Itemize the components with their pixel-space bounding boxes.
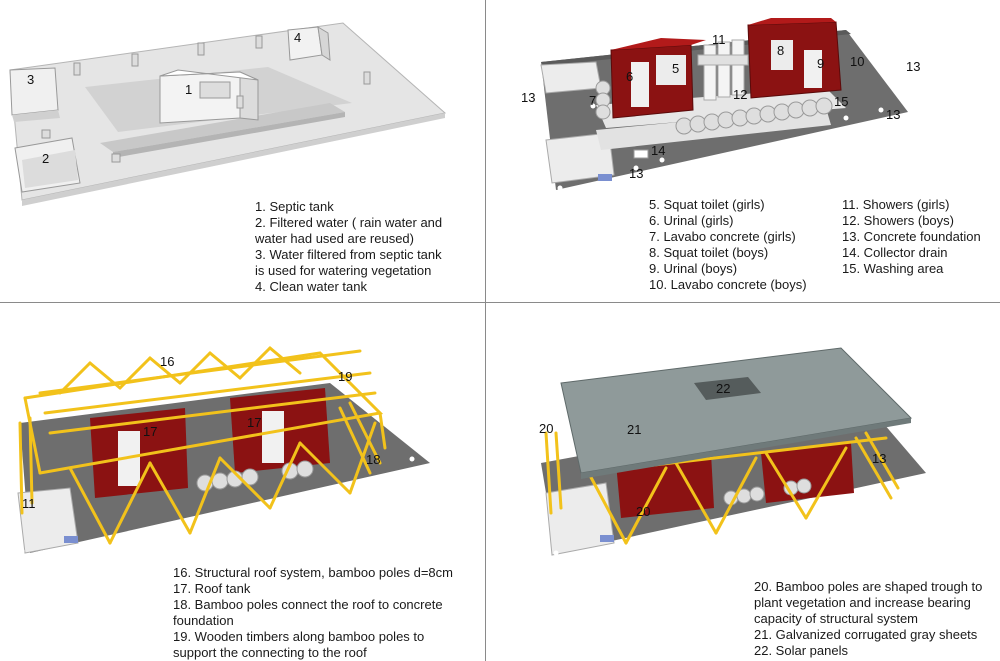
- tank-2: [14, 137, 81, 193]
- legend-item: support the connecting to the roof: [173, 645, 367, 660]
- panel-roof: 22 21 20 20 13 20. Bamboo poles are shap…: [486, 303, 1000, 661]
- callout-9: 9: [817, 56, 824, 71]
- corrugated-roof: [560, 347, 913, 479]
- legend-item: 14. Collector drain: [842, 245, 948, 260]
- callout-1: 1: [185, 82, 192, 97]
- floor-layout-drawing: 5 6 7 8 9 10 11 12 13 13 13 13 14 15: [521, 18, 920, 191]
- legend-item: plant vegetation and increase bearing: [754, 595, 971, 610]
- bamboo-structure-drawing: 16 17 17 18 19 11: [17, 346, 430, 554]
- legend-item: 15. Washing area: [842, 261, 944, 276]
- panel-floor-layout: 5 6 7 8 9 10 11 12 13 13 13 13 14 15 5. …: [486, 0, 1000, 302]
- water-barrels: [595, 80, 833, 135]
- legend-item: 4. Clean water tank: [255, 279, 368, 294]
- tank-3: [9, 67, 60, 122]
- callout-7: 7: [589, 93, 596, 108]
- roof-drawing: 22 21 20 20 13: [539, 347, 926, 556]
- callout-17: 17: [143, 424, 157, 439]
- legend-septic-system: 1. Septic tank 2. Filtered water ( rain …: [255, 199, 442, 295]
- callout-16: 16: [160, 354, 174, 369]
- legend-item: 18. Bamboo poles connect the roof to con…: [173, 597, 443, 612]
- callout-17: 17: [247, 415, 261, 430]
- legend-item: 3. Water filtered from septic tank: [255, 247, 442, 262]
- legend-floor-layout-left: 5. Squat toilet (girls) 6. Urinal (girls…: [649, 197, 807, 293]
- legend-item: 22. Solar panels: [754, 643, 848, 658]
- legend-item: 8. Squat toilet (boys): [649, 245, 769, 260]
- callout-13: 13: [906, 59, 920, 74]
- callout-13: 13: [629, 166, 643, 181]
- legend-item: 6. Urinal (girls): [649, 213, 734, 228]
- callout-12: 12: [733, 87, 747, 102]
- callout-18: 18: [366, 452, 380, 467]
- legend-item: 20. Bamboo poles are shaped trough to: [754, 579, 983, 594]
- clean-water-tank-4: [287, 26, 331, 61]
- panel-bamboo-structure: 16 17 17 18 19 11 16. Structural roof sy…: [0, 303, 485, 661]
- callout-15: 15: [834, 94, 848, 109]
- callout-4: 4: [294, 30, 301, 45]
- callout-10: 10: [850, 54, 864, 69]
- toilet-block-girls: [616, 453, 714, 518]
- callout-20: 20: [636, 504, 650, 519]
- legend-item: 10. Lavabo concrete (boys): [649, 277, 807, 292]
- legend-item: water had used are reused): [255, 231, 414, 246]
- toilet-block-boys: [747, 18, 842, 99]
- legend-item: 21. Galvanized corrugated gray sheets: [754, 627, 978, 642]
- legend-item: 5. Squat toilet (girls): [649, 197, 765, 212]
- callout-13: 13: [521, 90, 535, 105]
- callout-2: 2: [42, 151, 49, 166]
- legend-item: 17. Roof tank: [173, 581, 251, 596]
- callout-5: 5: [672, 61, 679, 76]
- callout-11: 11: [712, 32, 726, 47]
- legend-roof: 20. Bamboo poles are shaped trough to pl…: [754, 579, 982, 659]
- callout-13: 13: [886, 107, 900, 122]
- legend-item: 12. Showers (boys): [842, 213, 954, 228]
- callout-19: 19: [338, 369, 352, 384]
- horizontal-divider: [0, 302, 1000, 303]
- legend-item: 11. Showers (girls): [842, 197, 950, 212]
- callout-13: 13: [872, 451, 886, 466]
- callout-14: 14: [651, 143, 665, 158]
- legend-item: 9. Urinal (boys): [649, 261, 738, 276]
- legend-item: 2. Filtered water ( rain water and: [255, 215, 443, 230]
- legend-item: 1. Septic tank: [255, 199, 334, 214]
- legend-item: capacity of structural system: [754, 611, 918, 626]
- callout-3: 3: [27, 72, 34, 87]
- callout-8: 8: [777, 43, 784, 58]
- legend-floor-layout-right: 11. Showers (girls) 12. Showers (boys) 1…: [842, 197, 981, 277]
- callout-21: 21: [627, 422, 641, 437]
- legend-bamboo-structure: 16. Structural roof system, bamboo poles…: [173, 565, 453, 661]
- legend-item: is used for watering vegetation: [255, 263, 432, 278]
- panel-septic-system: 1 2 3 4 1. Septic tank 2. Filtered water…: [0, 0, 485, 302]
- legend-item: 16. Structural roof system, bamboo poles…: [173, 565, 453, 580]
- vertical-divider: [485, 0, 486, 661]
- callout-11: 11: [22, 496, 36, 511]
- septic-system-drawing: 1 2 3 4: [9, 22, 447, 206]
- legend-item: 7. Lavabo concrete (girls): [649, 229, 796, 244]
- callout-6: 6: [626, 69, 633, 84]
- legend-item: foundation: [173, 613, 234, 628]
- toilet-block-girls: [610, 38, 706, 119]
- callout-22: 22: [716, 381, 730, 396]
- callout-20: 20: [539, 421, 553, 436]
- legend-item: 13. Concrete foundation: [842, 229, 981, 244]
- solar-panel: [694, 377, 761, 400]
- bamboo-frame: [18, 346, 387, 545]
- legend-item: 19. Wooden timbers along bamboo poles to: [173, 629, 425, 644]
